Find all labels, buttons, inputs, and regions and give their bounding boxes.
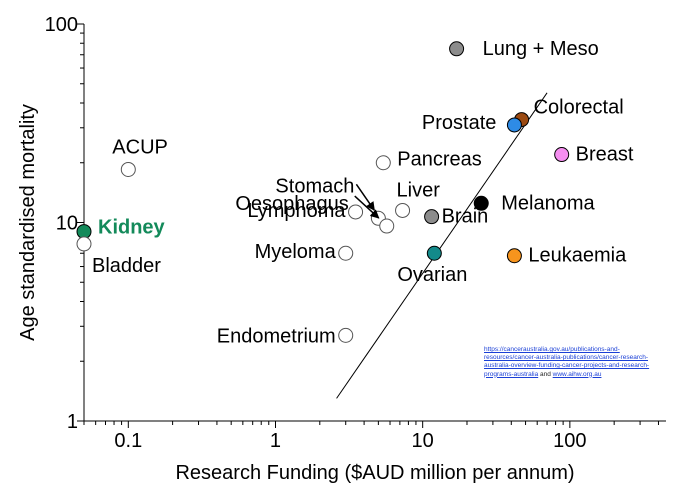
- data-points: [76, 41, 570, 343]
- point-pancreas: [375, 155, 391, 171]
- y-tick-label: 1: [67, 411, 78, 433]
- label-breast: Breast: [576, 144, 634, 166]
- label-brain: Brain: [442, 206, 489, 228]
- point-liver: [395, 202, 411, 218]
- point-leukaemia: [506, 248, 522, 264]
- point-oesophagus: [379, 218, 395, 234]
- label-melanoma: Melanoma: [501, 192, 595, 214]
- point-breast: [554, 147, 570, 163]
- label-myeloma: Myeloma: [255, 241, 337, 263]
- source-and: and: [540, 370, 551, 378]
- point-endometrium: [338, 327, 354, 343]
- label-oesophagus: Oesophagus: [235, 193, 348, 215]
- label-lymphoma: Lymphoma: [247, 200, 346, 222]
- x-tick-label: 100: [553, 430, 586, 452]
- point-bladder: [76, 236, 92, 252]
- y-axis-title: Age standardised mortality: [17, 104, 39, 341]
- source-link-aihw[interactable]: www.aihw.org.au: [552, 370, 602, 378]
- point-acup: [120, 161, 136, 177]
- trendline-segment: [336, 92, 548, 399]
- label-prostate: Prostate: [422, 112, 496, 134]
- point-ovarian: [426, 245, 442, 261]
- x-axis-title: Research Funding ($AUD million per annum…: [175, 462, 574, 484]
- label-acup: ACUP: [112, 136, 168, 158]
- point-myeloma: [338, 245, 354, 261]
- point-brain: [424, 209, 440, 225]
- point-melanoma: [473, 195, 489, 211]
- label-endometrium: Endometrium: [217, 325, 336, 347]
- label-bladder: Bladder: [92, 255, 161, 277]
- label-kidney: Kidney: [98, 217, 166, 239]
- x-tick-label: 0.1: [114, 430, 142, 452]
- label-stomach: Stomach: [275, 175, 354, 197]
- label-liver: Liver: [397, 179, 441, 201]
- label-ovarian: Ovarian: [397, 264, 467, 286]
- point-lung-meso: [449, 41, 465, 57]
- point-prostate: [506, 117, 522, 133]
- arrow-oesophagus: [354, 195, 380, 219]
- source-citation: https://canceraustralia.gov.au/publicati…: [484, 346, 664, 379]
- point-lymphoma: [348, 204, 364, 220]
- y-tick-label: 100: [45, 14, 78, 36]
- y-tick-label: 10: [56, 213, 78, 235]
- label-colorectal: Colorectal: [534, 97, 624, 119]
- label-leukaemia: Leukaemia: [528, 245, 627, 267]
- source-link-cancer-australia[interactable]: https://canceraustralia.gov.au/publicati…: [484, 346, 650, 378]
- x-tick-label: 1: [270, 430, 281, 452]
- trendline: [336, 92, 548, 399]
- label-pancreas: Pancreas: [397, 149, 482, 171]
- label-lung-meso: Lung + Meso: [483, 38, 599, 60]
- x-tick-label: 10: [412, 430, 434, 452]
- arrow-stomach: [355, 183, 375, 212]
